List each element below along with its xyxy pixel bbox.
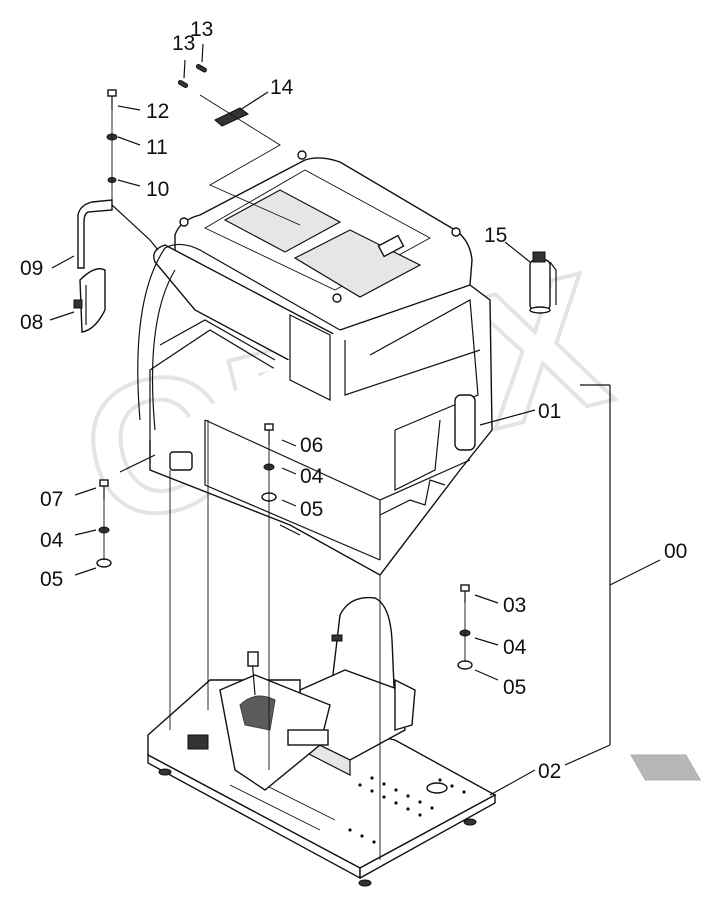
label-05-right: 05 xyxy=(503,676,526,699)
label-14: 14 xyxy=(270,76,294,99)
label-08: 08 xyxy=(20,311,43,334)
label-11: 11 xyxy=(146,136,168,159)
label-05-left: 05 xyxy=(40,568,63,591)
label-07: 07 xyxy=(40,488,63,511)
leader-lines xyxy=(49,43,661,796)
callout-labels: 12 11 10 09 08 13 13 14 15 01 00 02 06 0… xyxy=(20,18,687,783)
mirror-08 xyxy=(73,268,106,333)
label-04-right: 04 xyxy=(503,636,527,659)
bolt-03 xyxy=(460,584,470,603)
left-console xyxy=(187,651,331,791)
label-12: 12 xyxy=(146,100,169,123)
washer-05-left xyxy=(96,558,112,568)
pin-13 xyxy=(177,64,207,88)
label-09: 09 xyxy=(20,257,43,280)
label-05-center: 05 xyxy=(300,498,323,521)
fire-extinguisher-15 xyxy=(529,251,557,314)
label-04-center: 04 xyxy=(300,465,324,488)
label-13-right: 13 xyxy=(190,18,213,41)
rear-mirror-arm xyxy=(77,199,159,269)
bolt-06 xyxy=(264,423,274,445)
label-03: 03 xyxy=(503,594,526,617)
label-04-left: 04 xyxy=(40,529,64,552)
label-02: 02 xyxy=(538,760,561,783)
bolt-12 xyxy=(107,89,117,110)
label-13-left: 13 xyxy=(172,32,195,55)
guide-lines xyxy=(103,420,466,860)
label-01: 01 xyxy=(538,400,561,423)
cab-frame xyxy=(137,150,493,576)
bolt-07 xyxy=(99,479,109,500)
bracket-14 xyxy=(214,107,249,127)
washer-05-right xyxy=(457,660,473,670)
label-15: 15 xyxy=(484,224,507,247)
label-10: 10 xyxy=(146,178,169,201)
label-00: 00 xyxy=(664,540,687,563)
label-06: 06 xyxy=(300,434,323,457)
